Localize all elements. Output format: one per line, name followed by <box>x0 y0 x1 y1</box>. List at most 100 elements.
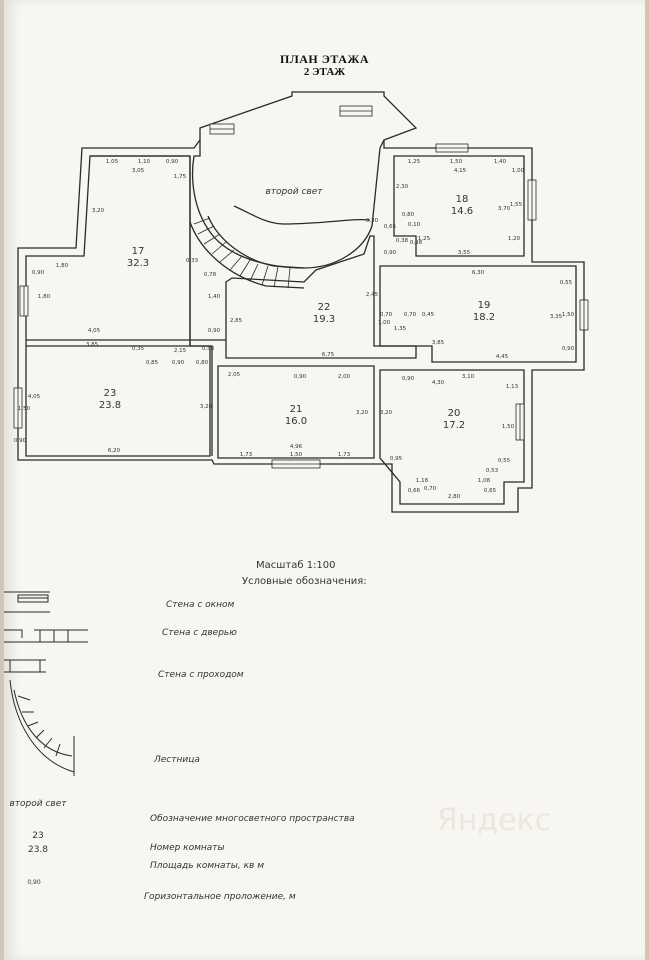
legend-room-number: Номер комнаты <box>150 843 225 853</box>
room-20-area: 17.2 <box>443 420 465 431</box>
svg-text:1,50: 1,50 <box>562 312 575 318</box>
svg-text:0,78: 0,78 <box>204 272 217 278</box>
svg-text:6,20: 6,20 <box>108 448 121 454</box>
watermark: Яндекс <box>437 803 551 838</box>
svg-text:1,05: 1,05 <box>106 159 119 165</box>
svg-text:1,18: 1,18 <box>416 478 429 484</box>
room-21-number: 21 <box>290 404 303 415</box>
svg-text:0,45: 0,45 <box>422 312 435 318</box>
room-19-wall <box>379 265 577 363</box>
room-21-wall <box>217 365 375 459</box>
svg-text:0,90: 0,90 <box>14 438 27 444</box>
svg-text:3,20: 3,20 <box>200 404 213 410</box>
svg-text:1,40: 1,40 <box>208 294 221 300</box>
stair-inner-top <box>233 205 371 225</box>
svg-text:2,30: 2,30 <box>396 184 409 190</box>
plan-sheet: ПЛАН ЭТАЖА 2 ЭТАЖ <box>4 0 645 960</box>
svg-text:1,40: 1,40 <box>494 159 507 165</box>
svg-text:0,70: 0,70 <box>380 312 393 318</box>
svg-text:1,10: 1,10 <box>138 159 151 165</box>
svg-text:0,66: 0,66 <box>408 488 421 494</box>
room-18-number: 18 <box>456 194 469 205</box>
svg-text:1,50: 1,50 <box>290 452 303 458</box>
svg-text:0,80: 0,80 <box>402 212 415 218</box>
svg-text:2,05: 2,05 <box>228 372 241 378</box>
svg-text:0,65: 0,65 <box>484 488 497 494</box>
legend-stairs: Лестница <box>154 755 200 765</box>
stair-outer <box>189 221 305 289</box>
svg-text:0,90: 0,90 <box>294 374 307 380</box>
svg-text:2,80: 2,80 <box>448 494 461 500</box>
svg-text:0,38: 0,38 <box>396 238 409 244</box>
inner-wall <box>25 155 211 457</box>
legend-sample-dim: 0,90 <box>27 879 41 886</box>
svg-text:0,90: 0,90 <box>172 360 185 366</box>
svg-text:0,90: 0,90 <box>562 346 575 352</box>
svg-text:1,00: 1,00 <box>512 168 525 174</box>
legend-sample-area: 23.8 <box>28 845 48 855</box>
svg-text:1,13: 1,13 <box>506 384 519 390</box>
svg-text:1,25: 1,25 <box>418 236 431 242</box>
svg-text:0,98: 0,98 <box>410 240 423 246</box>
svg-text:3,10: 3,10 <box>462 374 475 380</box>
svg-text:3,35: 3,35 <box>550 314 563 320</box>
svg-text:0,35: 0,35 <box>132 346 145 352</box>
svg-text:1,73: 1,73 <box>338 452 351 458</box>
svg-text:2,00: 2,00 <box>338 374 351 380</box>
svg-text:1,80: 1,80 <box>38 294 51 300</box>
svg-text:0,70: 0,70 <box>404 312 417 318</box>
svg-text:3,85: 3,85 <box>432 340 445 346</box>
room-17-area: 32.3 <box>127 258 149 269</box>
room-21-area: 16.0 <box>285 416 307 427</box>
svg-text:4,30: 4,30 <box>432 380 445 386</box>
svg-text:0,53: 0,53 <box>486 468 499 474</box>
svg-text:6,30: 6,30 <box>472 270 485 276</box>
svg-text:1,08: 1,08 <box>478 478 491 484</box>
legend-void: Обозначение многосветного пространства <box>150 814 355 824</box>
svg-text:1,50: 1,50 <box>450 159 463 165</box>
void-label: второй свет <box>265 187 323 197</box>
legend-room-area: Площадь комнаты, кв м <box>150 861 264 871</box>
svg-text:0,90: 0,90 <box>32 270 45 276</box>
legend-door: Стена с дверью <box>162 628 237 638</box>
legend-title: Условные обозначения: <box>242 576 367 587</box>
svg-text:1,55: 1,55 <box>510 202 523 208</box>
plan-title: ПЛАН ЭТАЖА <box>279 52 370 66</box>
svg-text:3,55: 3,55 <box>458 250 471 256</box>
room-22-area: 19.3 <box>313 314 335 325</box>
room-18-wall <box>393 155 525 257</box>
plan-subtitle: 2 ЭТАЖ <box>303 66 346 78</box>
svg-text:1,20: 1,20 <box>508 236 521 242</box>
svg-text:3,70: 3,70 <box>498 206 511 212</box>
svg-text:0,30: 0,30 <box>366 218 379 224</box>
svg-text:1,00: 1,00 <box>378 320 391 326</box>
void-boundary <box>191 139 385 269</box>
legend-passage: Стена с проходом <box>158 670 244 680</box>
svg-text:3,20: 3,20 <box>380 410 393 416</box>
room-22-number: 22 <box>318 302 331 313</box>
svg-text:1,73: 1,73 <box>240 452 253 458</box>
svg-text:1,35: 1,35 <box>394 326 407 332</box>
svg-text:1,80: 1,80 <box>56 263 69 269</box>
svg-text:1,50: 1,50 <box>502 424 515 430</box>
room-23-wall <box>26 345 213 456</box>
svg-text:4,96: 4,96 <box>290 444 303 450</box>
legend-sample-number: 23 <box>32 831 43 841</box>
svg-text:4,45: 4,45 <box>496 354 509 360</box>
svg-text:4,15: 4,15 <box>454 168 467 174</box>
room-18-area: 14.6 <box>451 206 473 217</box>
svg-text:0,90: 0,90 <box>208 328 221 334</box>
room-17-number: 17 <box>132 246 145 257</box>
svg-text:4,05: 4,05 <box>28 394 41 400</box>
outer-wall <box>17 91 585 513</box>
svg-text:0,70: 0,70 <box>424 486 437 492</box>
svg-text:2,45: 2,45 <box>366 292 379 298</box>
room-23-number: 23 <box>104 388 117 399</box>
room-20-number: 20 <box>448 408 461 419</box>
room-22-wall <box>225 235 417 359</box>
svg-text:1,25: 1,25 <box>408 159 421 165</box>
svg-text:3,20: 3,20 <box>356 410 369 416</box>
scale-label: Масштаб 1:100 <box>256 560 336 571</box>
floor-plan: 17 32.3 18 14.6 19 18.2 20 17.2 21 16.0 … <box>4 91 589 886</box>
svg-text:1,75: 1,75 <box>174 174 187 180</box>
